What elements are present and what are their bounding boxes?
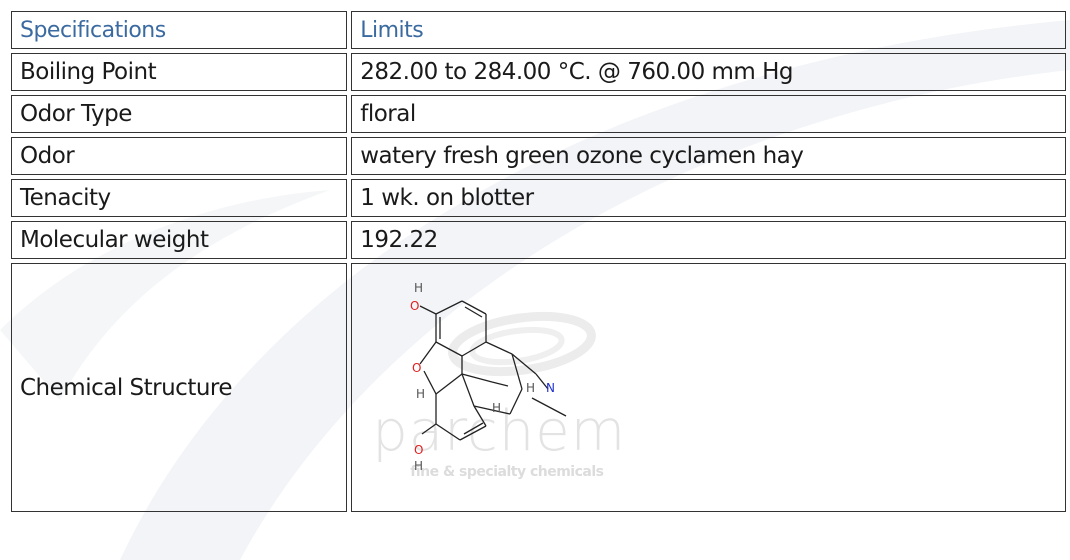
table-row: Boiling Point 282.00 to 284.00 °C. @ 760… bbox=[11, 53, 1066, 91]
table-row: Molecular weight 192.22 bbox=[11, 221, 1066, 259]
table-row: Tenacity 1 wk. on blotter bbox=[11, 179, 1066, 217]
header-specifications: Specifications bbox=[11, 11, 348, 49]
parchem-watermark: parchem bbox=[372, 399, 627, 464]
header-limits: Limits bbox=[351, 11, 1066, 49]
spec-odor-type: Odor Type bbox=[11, 95, 348, 133]
atom-label: H bbox=[414, 459, 423, 473]
limit-molecular-weight: 192.22 bbox=[351, 221, 1066, 259]
table-row: Chemical Structure parchem fine & specia… bbox=[11, 263, 1066, 512]
atom-label: H bbox=[416, 387, 425, 401]
limit-chemical-structure: parchem fine & specialty chemicals bbox=[351, 263, 1066, 512]
spec-boiling-point: Boiling Point bbox=[11, 53, 348, 91]
limit-tenacity: 1 wk. on blotter bbox=[351, 179, 1066, 217]
spec-chemical-structure: Chemical Structure bbox=[11, 263, 348, 512]
table-header-row: Specifications Limits bbox=[11, 11, 1066, 49]
spec-tenacity: Tenacity bbox=[11, 179, 348, 217]
limit-boiling-point: 282.00 to 284.00 °C. @ 760.00 mm Hg bbox=[351, 53, 1066, 91]
atom-label: H bbox=[492, 401, 501, 415]
atom-label: N bbox=[546, 381, 554, 395]
limit-odor: watery fresh green ozone cyclamen hay bbox=[351, 137, 1066, 175]
table-row: Odor Type floral bbox=[11, 95, 1066, 133]
atom-label: O bbox=[414, 443, 423, 457]
atom-label: O bbox=[412, 361, 421, 375]
parchem-watermark-tagline: fine & specialty chemicals bbox=[410, 464, 604, 480]
atom-label: H bbox=[414, 281, 423, 295]
limit-odor-type: floral bbox=[351, 95, 1066, 133]
specifications-table: Specifications Limits Boiling Point 282.… bbox=[7, 7, 1070, 516]
atom-label: H bbox=[526, 381, 535, 395]
chemical-structure-image: H O O N H H H O H bbox=[410, 281, 597, 473]
atom-label: O bbox=[410, 299, 419, 313]
spec-molecular-weight: Molecular weight bbox=[11, 221, 348, 259]
table-row: Odor watery fresh green ozone cyclamen h… bbox=[11, 137, 1066, 175]
spec-odor: Odor bbox=[11, 137, 348, 175]
